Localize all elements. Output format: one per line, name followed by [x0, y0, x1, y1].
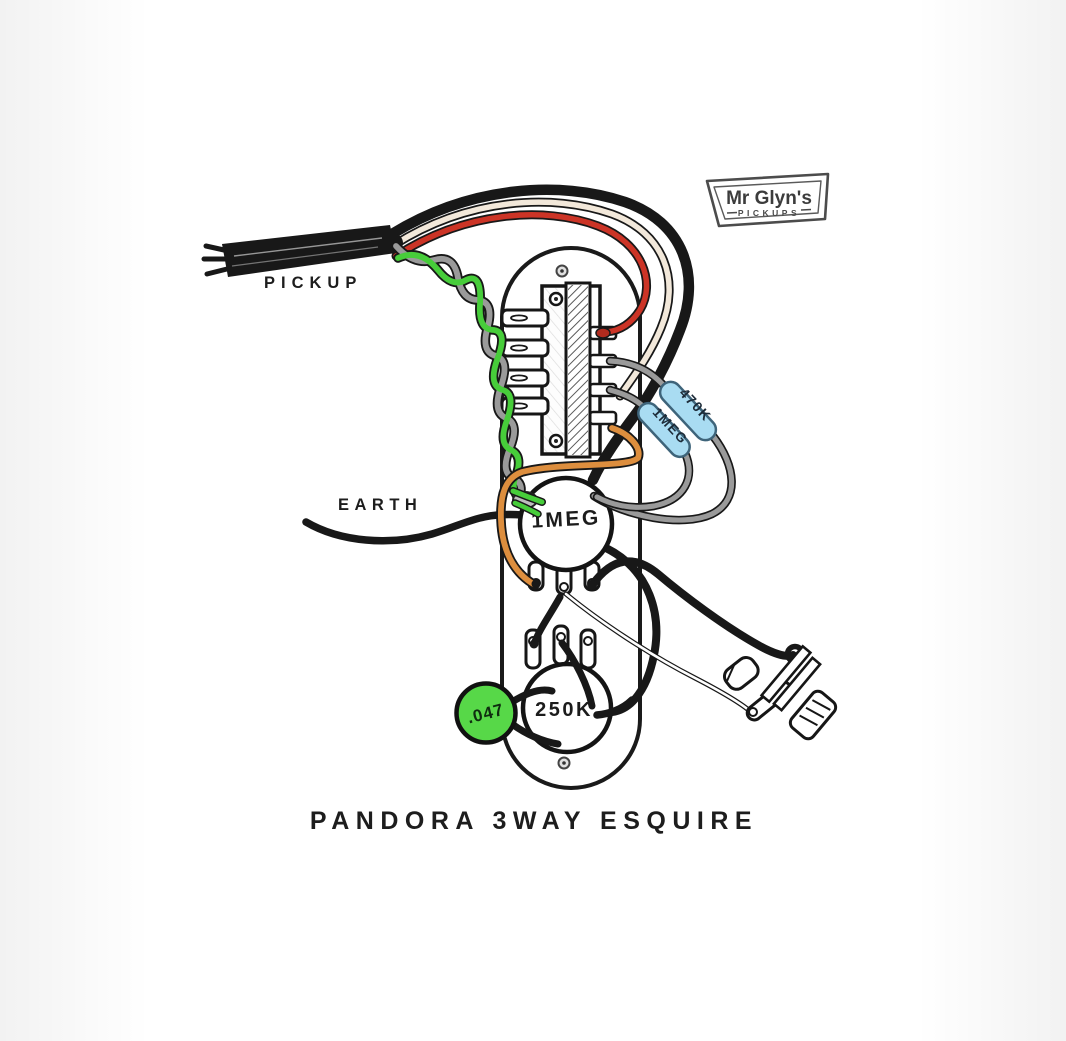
gray-lead-1	[607, 358, 668, 390]
cable-frayed-strands	[201, 243, 230, 277]
jack-lug-hole	[748, 707, 758, 717]
cap-lead-top	[508, 686, 556, 706]
switch-left-lugs	[500, 308, 550, 416]
resistor-470k-body	[658, 380, 718, 442]
pot-jumper-wires	[529, 557, 797, 719]
orange-wire	[498, 425, 642, 588]
tone-capacitor: .047	[454, 681, 562, 748]
jack-white-wire	[563, 591, 754, 715]
white-wire-core	[564, 592, 753, 714]
badge-tagline: PICKUPS	[738, 208, 800, 218]
cable-body	[222, 225, 396, 277]
jack-flange-plate-1	[759, 644, 813, 704]
jack-hot-wire	[589, 557, 797, 660]
jumper-solder-3	[587, 580, 597, 590]
brand-badge: Mr Glyn's PICKUPS	[705, 172, 830, 228]
earth-wire	[302, 510, 526, 545]
ground-loop-end	[593, 696, 636, 719]
hot-wire-red	[393, 212, 650, 335]
pickup-lead-arc	[386, 184, 695, 486]
cap-lead-bottom	[508, 720, 562, 748]
switch-screw-top-dot	[554, 297, 558, 301]
jack-barrel-endcap	[726, 662, 736, 682]
jack-flange-plate-2	[772, 655, 822, 713]
red-solder-joint	[595, 327, 611, 339]
green-strand	[395, 252, 527, 505]
plate-screw-top-dot	[560, 269, 564, 273]
shield-jacket-wire	[386, 184, 695, 486]
jack-barrel	[722, 655, 760, 691]
plate-screw-bottom-dot	[562, 761, 566, 765]
orange-link-wire	[496, 423, 644, 590]
tone-middle-lug-wire	[558, 639, 596, 710]
switch-body-texture	[544, 288, 566, 452]
pair-solder-joint	[509, 487, 546, 518]
resistor-1meg-body	[637, 401, 691, 459]
diagram-title: PANDORA 3WAY ESQUIRE	[310, 807, 758, 835]
resistor-wiring	[589, 356, 736, 525]
switch-center-bar-hatch	[568, 285, 588, 455]
badge-dash-right	[800, 208, 812, 211]
pickup-cable	[201, 225, 403, 277]
green-tail-2	[512, 500, 541, 517]
output-jack	[722, 643, 838, 741]
cable-strand-line-2	[231, 246, 379, 267]
earth-label: EARTH	[338, 496, 422, 514]
jumper-solder-1	[531, 579, 541, 589]
tone-pot-value: 250K	[535, 699, 593, 721]
green-tail-1	[510, 488, 545, 505]
volume-pot-value: 1MEG	[531, 506, 602, 533]
badge-brand-name: Mr Glyn's	[726, 188, 812, 209]
selector-switch	[500, 281, 618, 459]
twisted-pair	[391, 241, 529, 507]
badge-inner-border	[713, 180, 822, 220]
badge-dash-left	[726, 211, 738, 214]
pickup-label: PICKUP	[264, 274, 362, 292]
gray-return-1	[591, 433, 735, 523]
jumper-solder-2	[529, 639, 539, 649]
gray-return-2	[594, 450, 692, 510]
tone-pot-lugs	[524, 624, 597, 670]
cable-strand-line-1	[233, 237, 383, 257]
capacitor-body	[454, 681, 518, 745]
cream-wire	[391, 199, 672, 399]
switch-screw-bottom-dot	[554, 439, 558, 443]
jack-threaded-shaft	[788, 689, 838, 741]
